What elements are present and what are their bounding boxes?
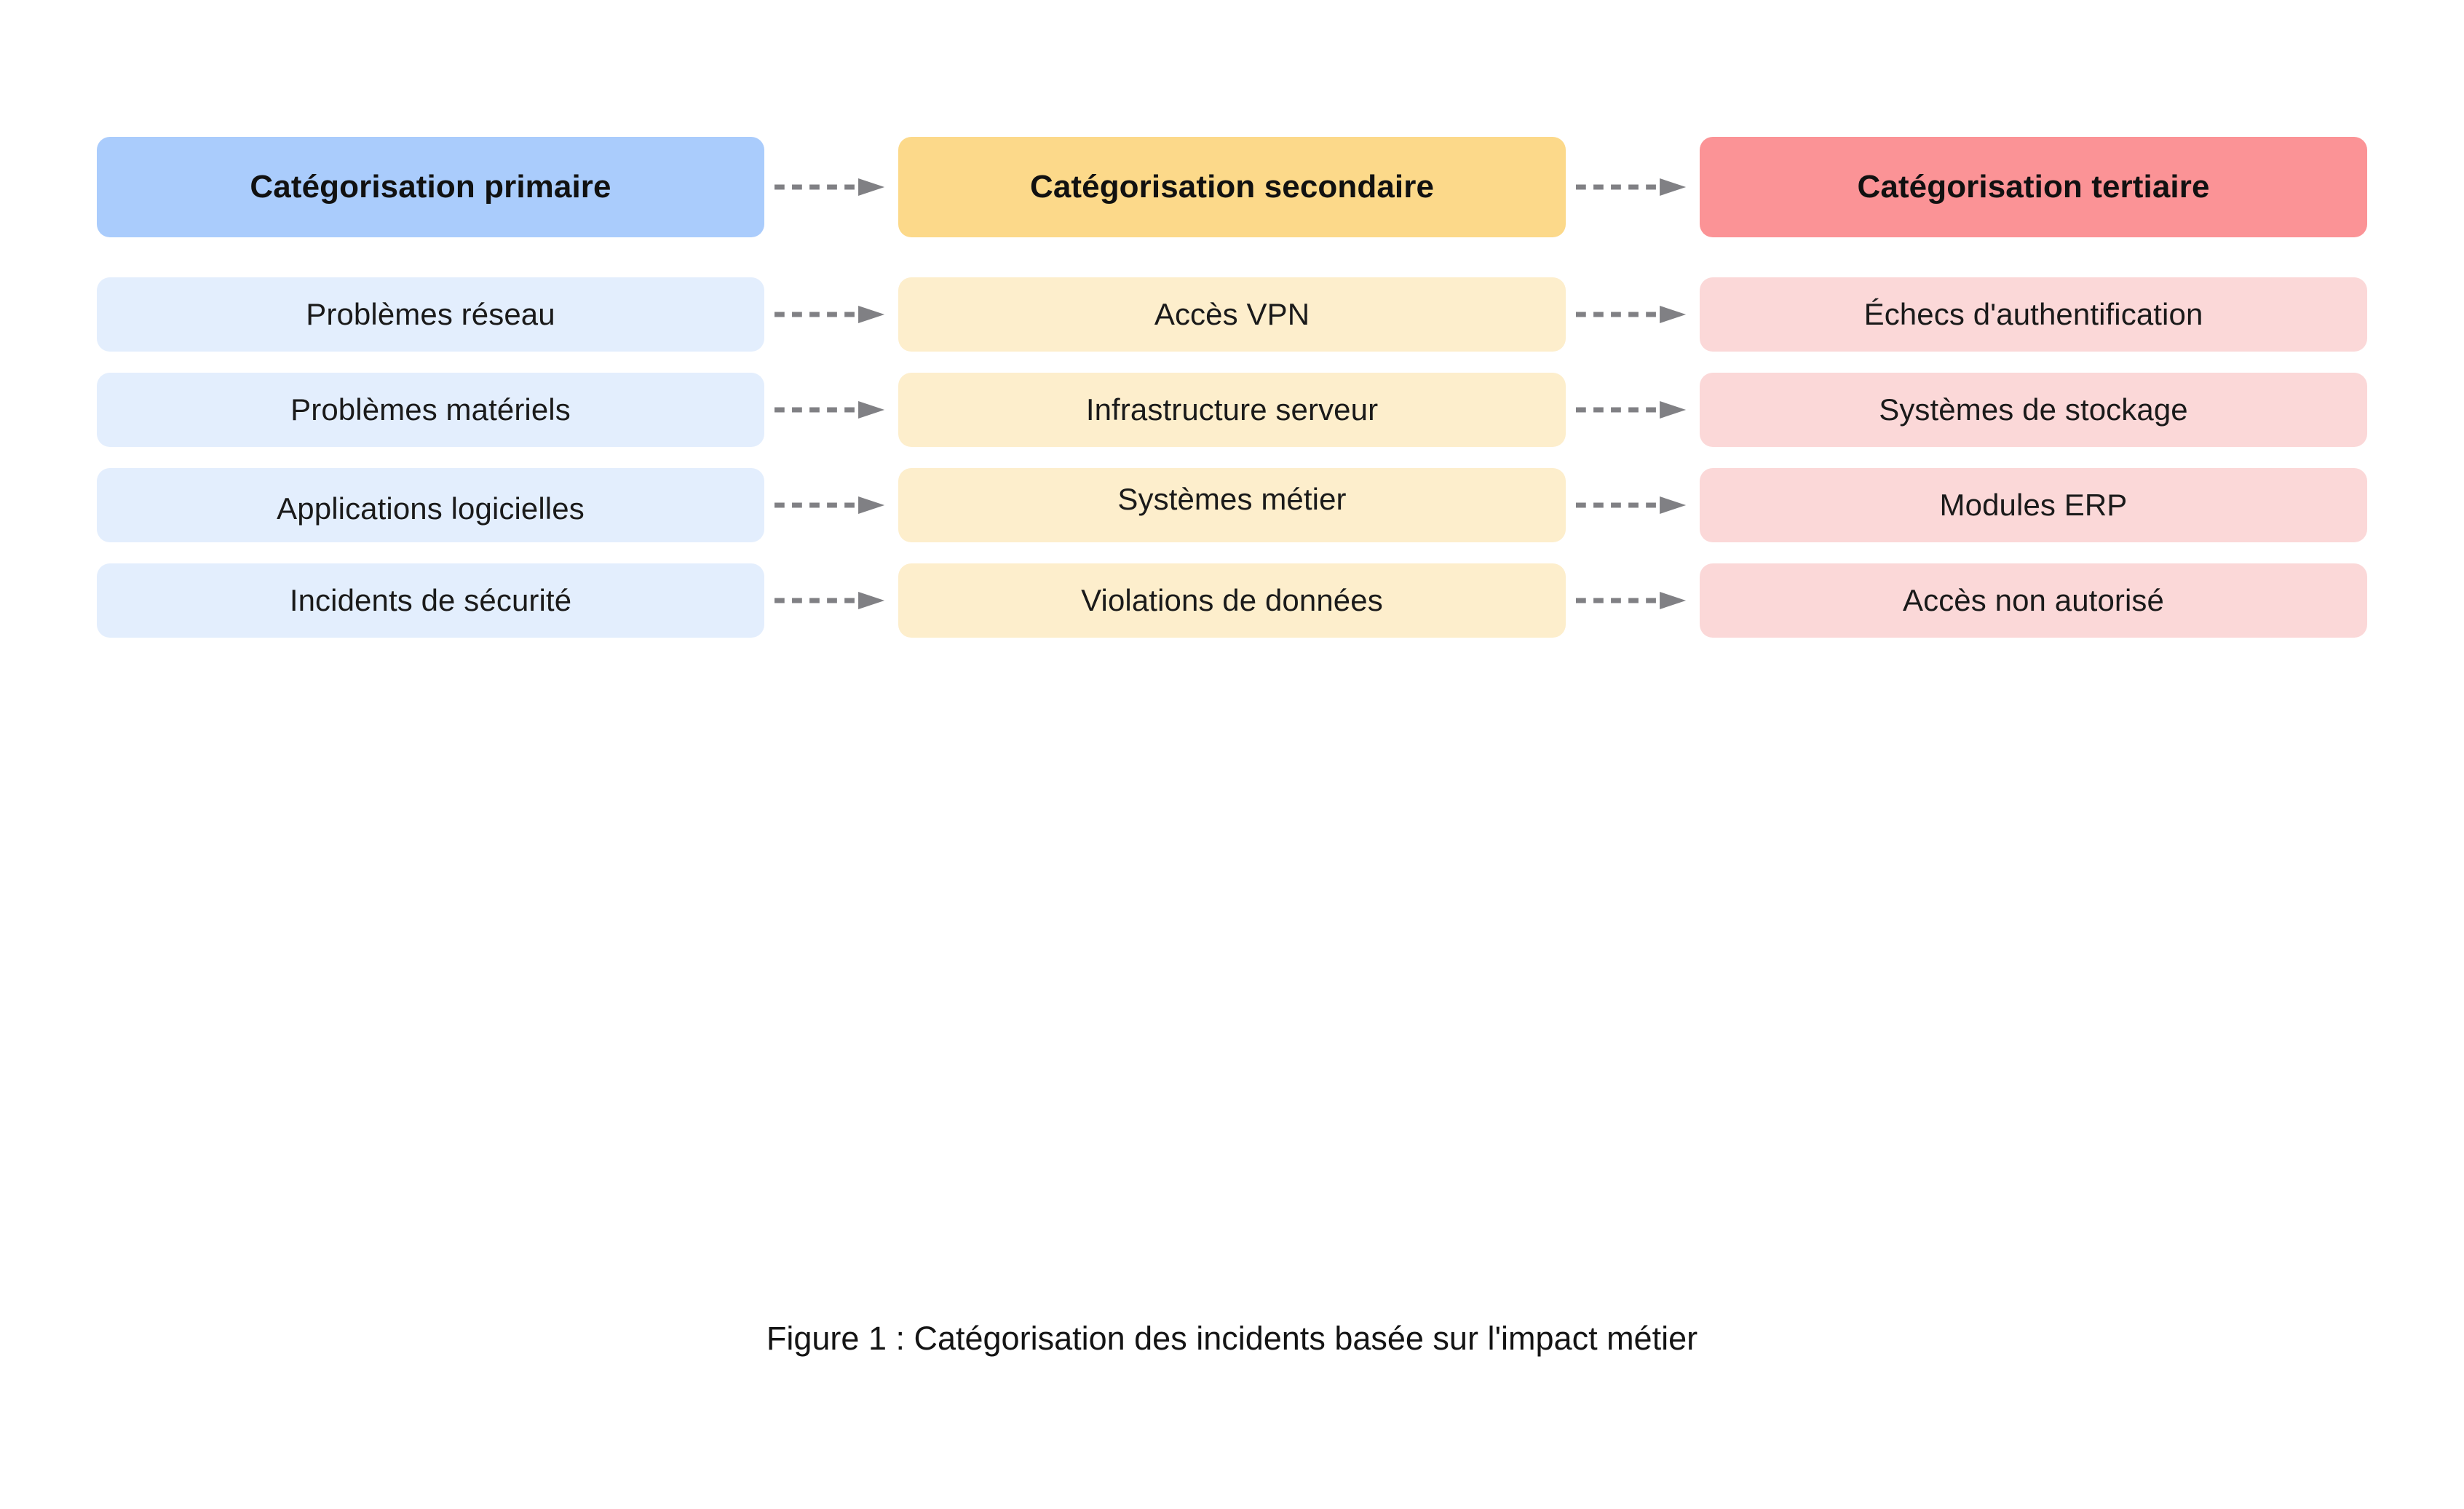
connector-gutter-row4-1 bbox=[764, 563, 898, 638]
figure-caption: Figure 1 : Catégorisation des incidents … bbox=[766, 1320, 1698, 1357]
dashed-arrow-icon bbox=[775, 305, 890, 324]
connector-gutter-header-2 bbox=[1566, 137, 1700, 237]
header-label-secondary: Catégorisation secondaire bbox=[1029, 168, 1435, 205]
item-box-secondary-4[interactable]: Violations de données bbox=[898, 563, 1566, 638]
header-label-primary: Catégorisation primaire bbox=[250, 168, 611, 205]
dashed-arrow-icon bbox=[1576, 496, 1691, 515]
header-box-tertiary[interactable]: Catégorisation tertiaire bbox=[1700, 137, 2367, 237]
item-box-tertiary-2[interactable]: Systèmes de stockage bbox=[1700, 373, 2367, 447]
diagram-row-3: Applications logicielles Systèmes métier bbox=[97, 468, 2368, 542]
header-box-secondary[interactable]: Catégorisation secondaire bbox=[898, 137, 1566, 237]
connector-gutter-row2-2 bbox=[1566, 373, 1700, 447]
dashed-arrow-icon bbox=[775, 591, 890, 610]
dashed-arrow-icon bbox=[775, 178, 890, 197]
connector-gutter-row2-1 bbox=[764, 373, 898, 447]
item-label-tertiary-2: Systèmes de stockage bbox=[1879, 392, 2188, 427]
item-box-tertiary-3[interactable]: Modules ERP bbox=[1700, 468, 2367, 542]
item-label-secondary-1: Accès VPN bbox=[1154, 296, 1310, 331]
item-box-secondary-1[interactable]: Accès VPN bbox=[898, 277, 1566, 352]
item-label-primary-4: Incidents de sécurité bbox=[289, 582, 572, 617]
connector-gutter-row3-2 bbox=[1566, 468, 1700, 542]
item-label-tertiary-3: Modules ERP bbox=[1939, 487, 2128, 522]
item-label-secondary-2: Infrastructure serveur bbox=[1085, 392, 1379, 427]
dashed-arrow-icon bbox=[1576, 400, 1691, 419]
item-box-primary-3[interactable]: Applications logicielles bbox=[97, 468, 764, 542]
diagram-row-2: Problèmes matériels Infrastructure serve… bbox=[97, 373, 2368, 447]
item-label-primary-3: Applications logicielles bbox=[277, 491, 585, 526]
item-box-primary-2[interactable]: Problèmes matériels bbox=[97, 373, 764, 447]
item-label-tertiary-4: Accès non autorisé bbox=[1902, 582, 2164, 617]
item-box-tertiary-1[interactable]: Échecs d'authentification bbox=[1700, 277, 2367, 352]
item-label-secondary-3: Systèmes métier bbox=[1117, 481, 1347, 516]
connector-gutter-row3-1 bbox=[764, 468, 898, 542]
diagram-row-1: Problèmes réseau Accès VPN bbox=[97, 277, 2368, 352]
dashed-arrow-icon bbox=[775, 400, 890, 419]
dashed-arrow-icon bbox=[775, 496, 890, 515]
connector-gutter-row1-2 bbox=[1566, 277, 1700, 352]
header-label-tertiary: Catégorisation tertiaire bbox=[1857, 168, 2210, 205]
connector-gutter-row4-2 bbox=[1566, 563, 1700, 638]
diagram-header-row: Catégorisation primaire Catégorisation s… bbox=[97, 137, 2368, 237]
connector-gutter-row1-1 bbox=[764, 277, 898, 352]
dashed-arrow-icon bbox=[1576, 591, 1691, 610]
item-label-primary-1: Problèmes réseau bbox=[306, 296, 555, 331]
dashed-arrow-icon bbox=[1576, 178, 1691, 197]
item-box-secondary-2[interactable]: Infrastructure serveur bbox=[898, 373, 1566, 447]
item-label-primary-2: Problèmes matériels bbox=[290, 392, 571, 427]
connector-gutter-header-1 bbox=[764, 137, 898, 237]
item-label-tertiary-1: Échecs d'authentification bbox=[1863, 296, 2203, 331]
categorization-diagram: Catégorisation primaire Catégorisation s… bbox=[97, 137, 2368, 638]
diagram-row-4: Incidents de sécurité Violations de donn… bbox=[97, 563, 2368, 638]
header-box-primary[interactable]: Catégorisation primaire bbox=[97, 137, 764, 237]
item-label-secondary-4: Violations de données bbox=[1081, 582, 1383, 617]
item-box-primary-4[interactable]: Incidents de sécurité bbox=[97, 563, 764, 638]
dashed-arrow-icon bbox=[1576, 305, 1691, 324]
item-box-primary-1[interactable]: Problèmes réseau bbox=[97, 277, 764, 352]
item-box-secondary-3[interactable]: Systèmes métier bbox=[898, 468, 1566, 542]
item-box-tertiary-4[interactable]: Accès non autorisé bbox=[1700, 563, 2367, 638]
